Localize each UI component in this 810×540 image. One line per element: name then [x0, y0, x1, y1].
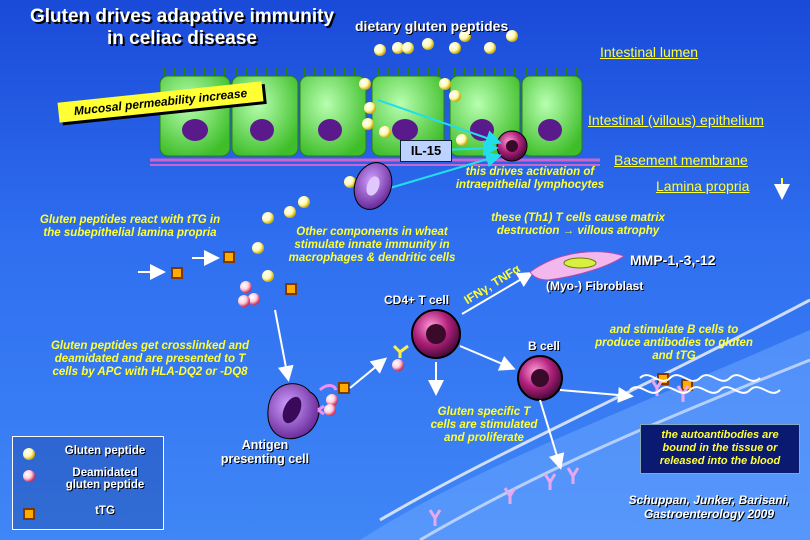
- legend-deamidated-line-1: Deamidated: [72, 467, 138, 479]
- label-epithelium: Intestinal (villous) epithelium: [588, 112, 764, 128]
- ttg-react-caption: Gluten peptides react with tTG in the su…: [20, 214, 240, 240]
- il15-box: IL-15: [400, 140, 452, 162]
- innate-caption: Other components in wheat stimulate inna…: [272, 226, 472, 266]
- innate-line-1: Other components in wheat: [296, 226, 448, 238]
- legend: Gluten peptide Deamidated gluten peptide…: [12, 436, 164, 530]
- activation-caption: this drives activation of intraepithelia…: [440, 166, 620, 192]
- ttg-react-line-1: Gluten peptides react with tTG in: [39, 214, 221, 226]
- cite-line-2: Gastroenterology 2009: [643, 506, 775, 521]
- label-mmp: MMP-1,-3,-12: [630, 252, 716, 268]
- tspec-caption: Gluten specific T cells are stimulated a…: [414, 406, 554, 446]
- apc-line-2: presenting cell: [220, 452, 310, 467]
- label-fibroblast: (Myo-) Fibroblast: [546, 279, 644, 293]
- label-bcell: B cell: [528, 339, 561, 353]
- title-line-1: Gluten drives adapative immunity: [29, 6, 335, 27]
- legend-deamidated-line-2: gluten peptide: [65, 479, 145, 491]
- legend-gluten-label: Gluten peptide: [64, 445, 146, 457]
- activation-line-1: this drives activation of: [465, 166, 595, 178]
- legend-deamidated-label: Deamidated gluten peptide: [45, 467, 165, 491]
- innate-line-3: macrophages & dendritic cells: [288, 252, 456, 265]
- title-line-2: in celiac disease: [107, 27, 257, 49]
- crosslink-line-1: Gluten peptides get crosslinked and: [50, 340, 250, 352]
- tissue-band: [360, 330, 810, 540]
- bstim-line-1: and stimulate B cells to: [609, 324, 739, 336]
- deamidated-peptide-icon: [23, 470, 35, 482]
- ttg-icon: [23, 508, 35, 520]
- matrix-fibers: [629, 386, 781, 394]
- innate-line-2: stimulate innate immunity in: [294, 239, 450, 252]
- epithelial-cells: [159, 68, 583, 157]
- label-dietary: dietary gluten peptides: [355, 18, 509, 34]
- tspec-line-1: Gluten specific T: [437, 406, 531, 418]
- auto-line-3: released into the blood: [659, 455, 781, 468]
- th1-line-1: these (Th1) T cells cause matrix: [491, 212, 665, 224]
- legend-ttg-label: tTG: [95, 505, 115, 517]
- auto-line-2: bound in the tissue or: [662, 442, 778, 455]
- gluten-peptide-icon: [23, 448, 35, 460]
- citation: Schuppan, Junker, Barisani, Gastroentero…: [614, 493, 804, 522]
- tspec-line-2: cells are stimulated: [430, 419, 538, 432]
- bstim-line-3: and tTG: [652, 350, 696, 363]
- th1-caption: these (Th1) T cells cause matrix destruc…: [468, 212, 688, 238]
- crosslink-caption: Gluten peptides get crosslinked and deam…: [20, 340, 280, 380]
- crosslink-line-3: cells by APC with HLA-DQ2 or -DQ8: [52, 366, 248, 379]
- autoantibody-box: the autoantibodies are bound in the tiss…: [640, 424, 800, 474]
- label-cd4: CD4+ T cell: [384, 293, 450, 307]
- label-lumen: Intestinal lumen: [600, 44, 699, 60]
- bstim-line-2: produce antibodies to gluten: [595, 337, 753, 350]
- apc-label: Antigen presenting cell: [210, 438, 320, 467]
- luminal-gluten-peptides: [252, 30, 518, 282]
- cite-line-1: Schuppan, Junker, Barisani,: [628, 493, 790, 507]
- ttg-react-line-2: the subepithelial lamina propria: [43, 227, 217, 240]
- apc-line-1: Antigen: [241, 438, 289, 452]
- crosslink-line-2: deamidated and are presented to T: [54, 353, 246, 366]
- slide-title: Gluten drives adapative immunity in celi…: [12, 6, 352, 50]
- deamidated-peptides: [238, 281, 404, 416]
- label-propria: Lamina propria: [656, 178, 750, 194]
- bstim-caption: and stimulate B cells to produce antibod…: [584, 324, 764, 364]
- activation-line-2: intraepithelial lymphocytes: [455, 179, 605, 192]
- label-basement: Basement membrane: [614, 152, 748, 168]
- tspec-line-3: and proliferate: [444, 432, 524, 445]
- antibodies: [428, 379, 690, 526]
- auto-line-1: the autoantibodies are: [661, 429, 779, 441]
- th1-line-2: destruction → villous atrophy: [496, 225, 660, 238]
